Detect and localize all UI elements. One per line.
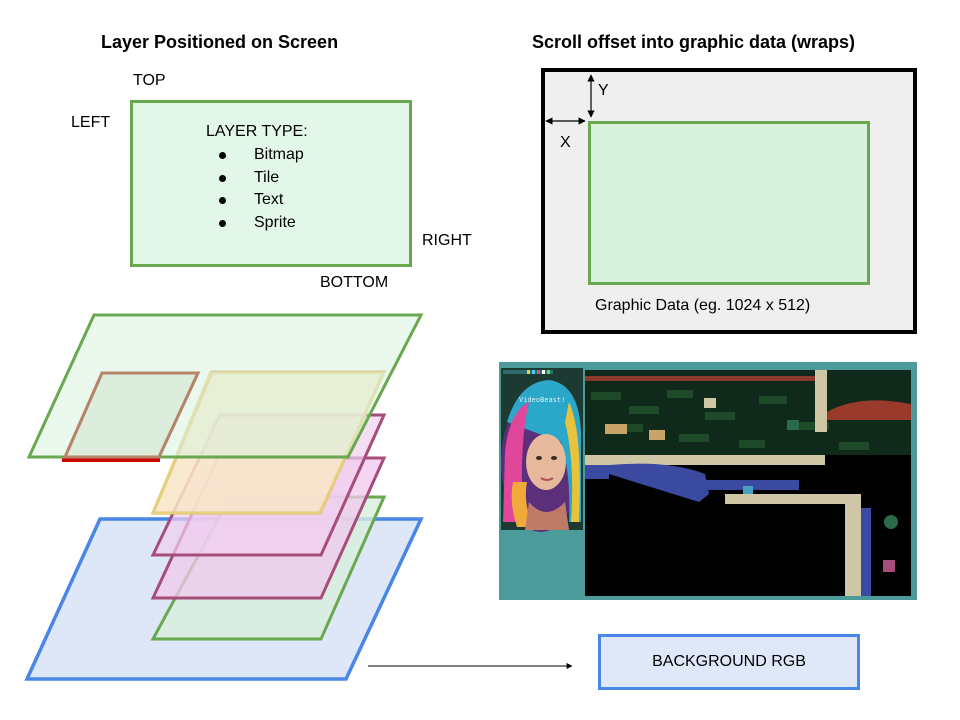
edge-top-label: TOP [133,72,166,89]
layer-type-item: Tile [218,167,304,190]
hud-text: VideoBeast! [519,396,565,404]
edge-bottom-label: BOTTOM [320,274,389,291]
layer-type-item: Text [218,189,304,212]
viewport-rectangle [588,121,870,285]
game-screenshot: VideoBeast! [499,362,917,600]
bitmap-layer-outline [62,371,201,459]
layer-type-item: Bitmap [218,144,304,167]
portrait-image [501,380,581,532]
layer-rectangle [130,100,412,267]
layer-type-heading: LAYER TYPE: [206,123,308,140]
left-title: Layer Positioned on Screen [101,32,339,52]
edge-right-label: RIGHT [422,232,472,249]
layer-type-list: Bitmap Tile Text Sprite [218,144,304,235]
graphic-data-caption: Graphic Data (eg. 1024 x 512) [595,297,811,314]
top-layer-plane-green [26,313,424,459]
game-screenshot-art: VideoBeast! [501,368,911,596]
edge-left-label: LEFT [71,114,111,131]
background-rgb-box: BACKGROUND RGB [598,634,860,690]
background-rgb-label: BACKGROUND RGB [652,653,806,670]
y-offset-label: Y [598,82,609,99]
game-playfield [585,370,911,596]
right-title: Scroll offset into graphic data (wraps) [532,32,856,52]
x-offset-label: X [560,134,571,151]
layer-type-item: Sprite [218,212,304,235]
